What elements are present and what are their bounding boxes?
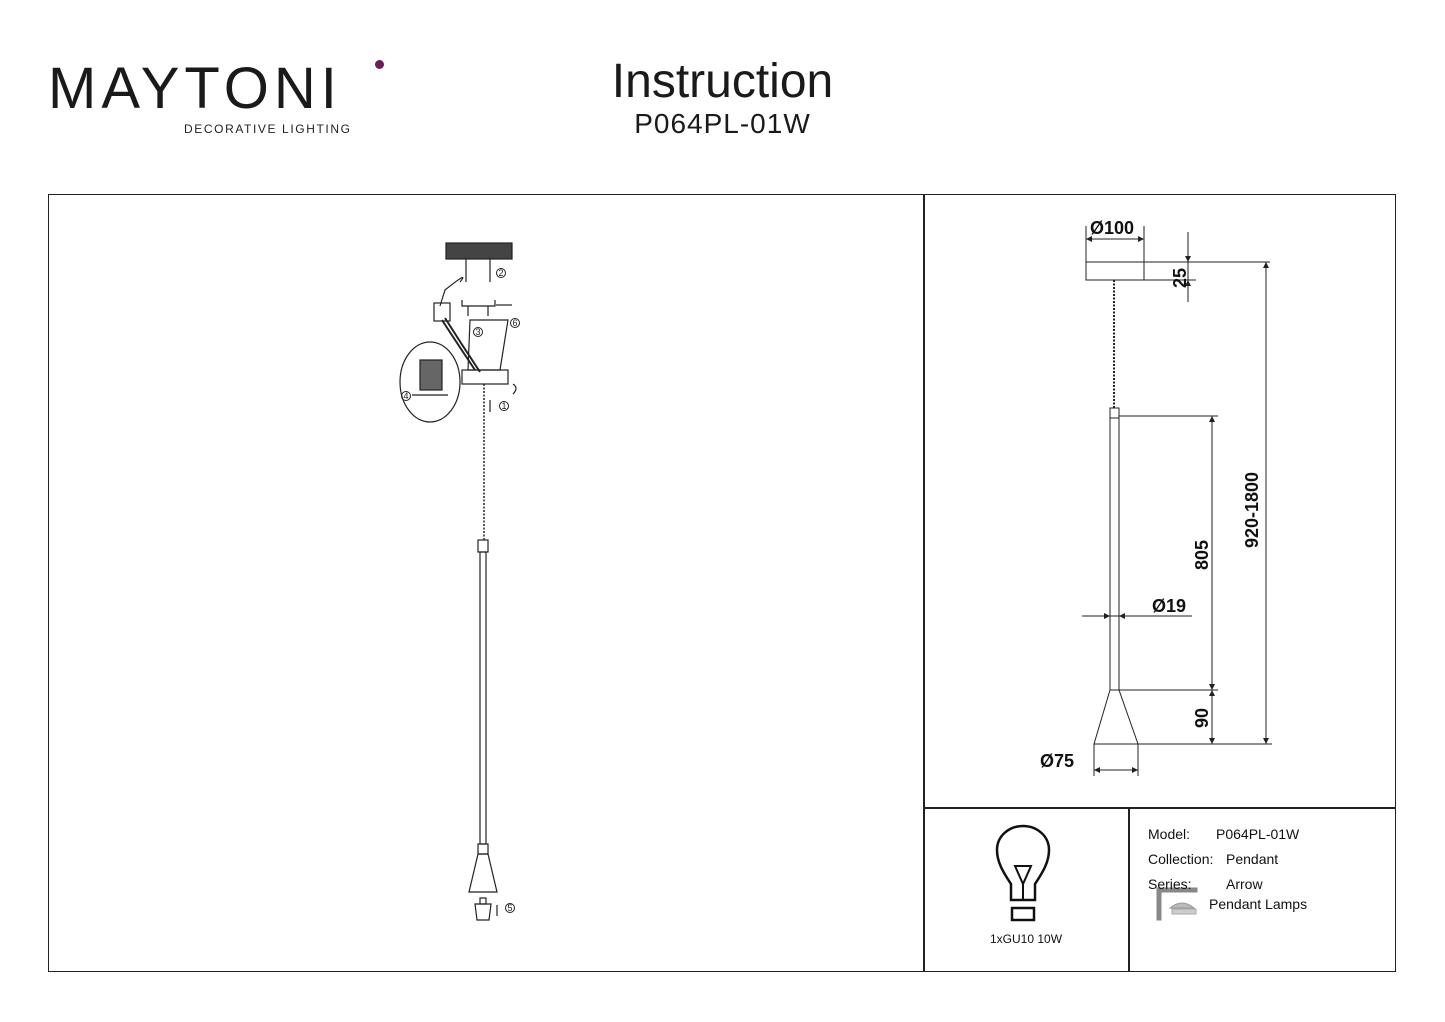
spec-collection-label: Collection: bbox=[1148, 851, 1214, 867]
brand-logo: MAYTONI DECORATIVE LIGHTING bbox=[48, 56, 384, 136]
dim-label-canopy-height: 25 bbox=[1170, 268, 1190, 288]
divider-vertical-specs bbox=[1128, 807, 1130, 972]
pendant-lamp-icon bbox=[1156, 887, 1198, 921]
divider-horizontal-right bbox=[923, 807, 1396, 809]
brand-accent-dot bbox=[375, 60, 384, 69]
step-number: 2 bbox=[499, 268, 504, 278]
spec-model-label: Model: bbox=[1148, 826, 1191, 842]
step-number: 6 bbox=[513, 318, 518, 328]
step-number: 4 bbox=[404, 391, 409, 401]
dim-label-total-height: 920-1800 bbox=[1242, 472, 1262, 548]
dim-canopy bbox=[1085, 261, 1145, 281]
bulb-spec-label: 1xGU10 10W bbox=[989, 932, 1063, 946]
dim-label-shade-height: 90 bbox=[1192, 708, 1212, 728]
ceiling-surface bbox=[445, 242, 513, 260]
dim-label-rod-length: 805 bbox=[1192, 540, 1212, 570]
bulb-gu10 bbox=[474, 903, 492, 921]
dim-label-canopy-diameter: Ø100 bbox=[1090, 218, 1134, 238]
drawing-frame bbox=[48, 194, 1396, 972]
terminal-block bbox=[433, 302, 451, 322]
dim-rod bbox=[1109, 417, 1120, 691]
divider-vertical-main bbox=[923, 194, 925, 972]
dim-label-rod-diameter: Ø19 bbox=[1152, 596, 1186, 616]
spec-series-value: Arrow bbox=[1226, 876, 1263, 892]
step-number: 1 bbox=[502, 401, 507, 411]
lamp-rod bbox=[479, 551, 487, 845]
spec-model-value: P064PL-01W bbox=[1216, 826, 1300, 842]
dim-label-shade-diameter: Ø75 bbox=[1040, 751, 1074, 771]
spec-collection-value: Pendant bbox=[1226, 851, 1279, 867]
lamp-shade bbox=[468, 853, 498, 893]
brand-tagline: DECORATIVE LIGHTING bbox=[184, 122, 352, 136]
spec-series-label: Series: bbox=[1148, 876, 1192, 892]
brand-name: MAYTONI bbox=[48, 56, 342, 121]
step-number: 5 bbox=[508, 903, 513, 913]
mounting-bracket bbox=[461, 300, 496, 307]
terminal-detail-circle bbox=[399, 341, 461, 423]
step-number: 3 bbox=[476, 327, 481, 337]
light-bulb-icon bbox=[995, 824, 1051, 922]
spec-category-value: Pendant Lamps bbox=[1209, 896, 1308, 912]
dim-shade bbox=[1093, 689, 1139, 745]
page-subtitle-model: P064PL-01W bbox=[634, 108, 811, 139]
canopy bbox=[461, 369, 509, 385]
page-title: Instruction bbox=[611, 55, 834, 108]
